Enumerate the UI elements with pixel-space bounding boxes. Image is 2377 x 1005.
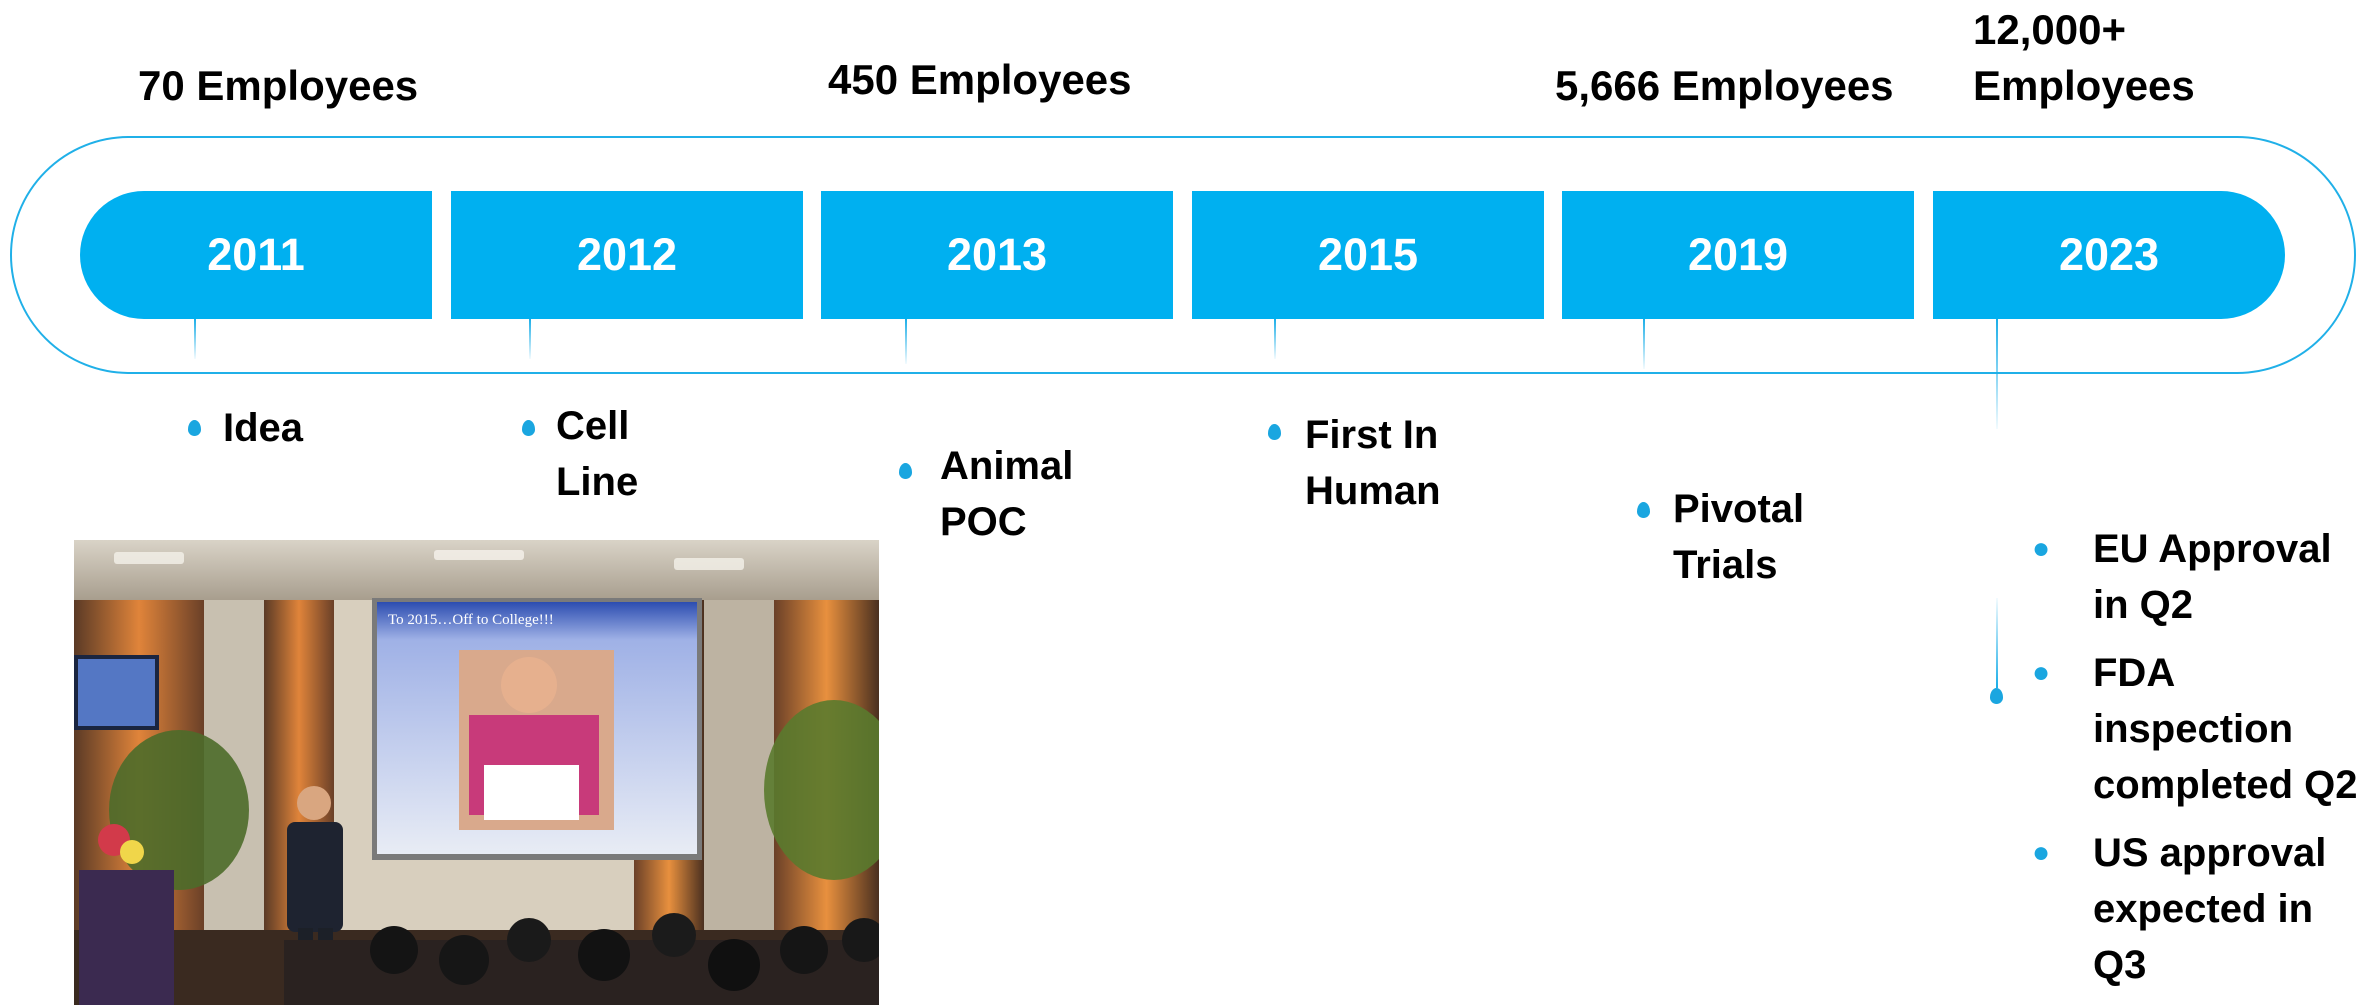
employees-2011: 70 Employees xyxy=(138,62,419,109)
employees-2019: 5,666 Employees xyxy=(1555,62,1894,109)
bullet-fda-inspection-line2: inspection xyxy=(2093,707,2294,751)
bullet-us-approval-line1: US approval xyxy=(2093,831,2327,875)
bullet-us-approval-line2: expected in xyxy=(2093,887,2314,931)
bullet-eu-approval-line2: in Q2 xyxy=(2093,583,2194,627)
milestone-dot-pivotal-trials xyxy=(1637,502,1650,518)
year-2015: 2015 xyxy=(1192,191,1544,319)
year-2013: 2013 xyxy=(821,191,1173,319)
bullet-icon: ● xyxy=(2032,656,2051,689)
slide-caption: To 2015…Off to College!!! xyxy=(388,612,554,628)
bullet-eu-approval: ● EU Approval in Q2 xyxy=(2030,521,2358,633)
presentation-photo-illustration: To 2015…Off to College!!! xyxy=(74,540,879,1005)
employees-2023: 12,000+ Employees xyxy=(1973,2,2195,114)
milestone-dot-cell-line xyxy=(522,420,535,436)
connector-2015 xyxy=(1274,319,1276,359)
milestone-cell-line-line2: Line xyxy=(556,460,639,504)
bullet-us-approval: ● US approval expected in Q3 xyxy=(2030,825,2358,993)
bullet-eu-approval-line1: EU Approval xyxy=(2093,527,2332,571)
milestone-dot-2023 xyxy=(1990,688,2003,704)
milestone-first-in-human: First In Human xyxy=(1305,407,1441,519)
year-2023: 2023 xyxy=(1933,191,2285,319)
milestone-idea-line1: Idea xyxy=(223,406,304,450)
year-2011: 2011 xyxy=(80,191,432,319)
milestone-first-in-human-line1: First In xyxy=(1305,413,1439,457)
milestone-pivotal-trials-line1: Pivotal xyxy=(1673,487,1805,531)
milestone-pivotal-trials-line2: Trials xyxy=(1673,543,1778,587)
connector-2023 xyxy=(1996,319,1998,429)
milestone-cell-line-line1: Cell xyxy=(556,404,630,448)
connector-2019 xyxy=(1643,319,1645,369)
milestone-dot-animal-poc xyxy=(899,463,912,479)
bullet-fda-inspection-line3: completed Q2 xyxy=(2093,763,2358,807)
employees-2023-label: Employees xyxy=(1973,62,2195,109)
milestone-idea: Idea xyxy=(223,400,303,456)
presentation-photo: To 2015…Off to College!!! xyxy=(74,540,879,1005)
bullet-us-approval-line3: Q3 xyxy=(2093,943,2147,987)
milestone-first-in-human-line2: Human xyxy=(1305,469,1441,513)
milestone-cell-line: Cell Line xyxy=(556,398,638,510)
employees-2023-count: 12,000+ xyxy=(1973,6,2126,53)
connector-2011 xyxy=(194,319,196,359)
milestones-2023-list: ● EU Approval in Q2 ● FDA inspection com… xyxy=(2030,521,2358,1005)
connector-2023-lower xyxy=(1996,598,1998,688)
bullet-fda-inspection: ● FDA inspection completed Q2 xyxy=(2030,645,2358,813)
year-2012: 2012 xyxy=(451,191,803,319)
milestone-animal-poc: Animal POC xyxy=(940,438,1073,550)
year-2019: 2019 xyxy=(1562,191,1914,319)
bullet-fda-inspection-line1: FDA xyxy=(2093,651,2176,695)
milestone-animal-poc-line2: POC xyxy=(940,500,1027,544)
milestone-animal-poc-line1: Animal xyxy=(940,444,1074,488)
bullet-icon: ● xyxy=(2032,836,2051,869)
bullet-icon: ● xyxy=(2032,532,2051,565)
milestone-dot-idea xyxy=(188,420,201,436)
connector-2013 xyxy=(905,319,907,364)
milestone-dot-first-in-human xyxy=(1268,424,1281,440)
employees-2013: 450 Employees xyxy=(828,56,1132,103)
milestone-pivotal-trials: Pivotal Trials xyxy=(1673,481,1804,593)
timeline-frame xyxy=(10,136,2356,374)
connector-2012 xyxy=(529,319,531,359)
